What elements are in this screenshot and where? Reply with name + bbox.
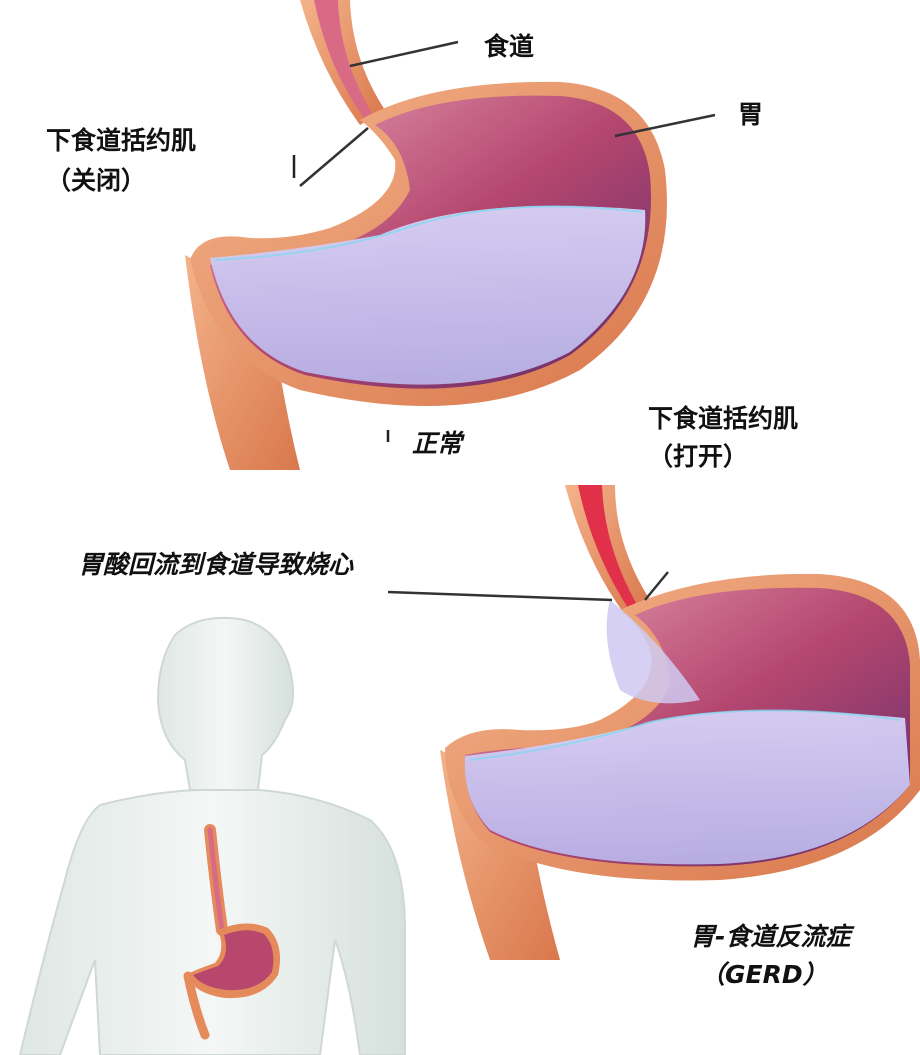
- gerd-label-line2: （GERD）: [700, 958, 828, 992]
- les-closed-leader: [300, 128, 368, 186]
- normal-label: 正常: [412, 427, 462, 461]
- les-closed-label-line1: 下食道括约肌: [46, 124, 196, 158]
- esophagus-leader: [350, 42, 458, 66]
- human-figure: [20, 618, 405, 1055]
- gerd-label-line1: 胃-食道反流症: [690, 920, 850, 954]
- les-open-label-line1: 下食道括约肌: [648, 402, 798, 436]
- les-open-label-line2: （打开）: [648, 440, 748, 474]
- stomach-label: 胃: [738, 98, 763, 132]
- heartburn-label: 胃酸回流到食道导致烧心: [78, 548, 353, 582]
- heartburn-leader: [388, 592, 612, 600]
- gerd-stomach: [440, 485, 920, 960]
- normal-stomach: [185, 0, 667, 470]
- les-closed-label-line2: （关闭）: [46, 164, 146, 198]
- esophagus-label: 食道: [484, 30, 534, 64]
